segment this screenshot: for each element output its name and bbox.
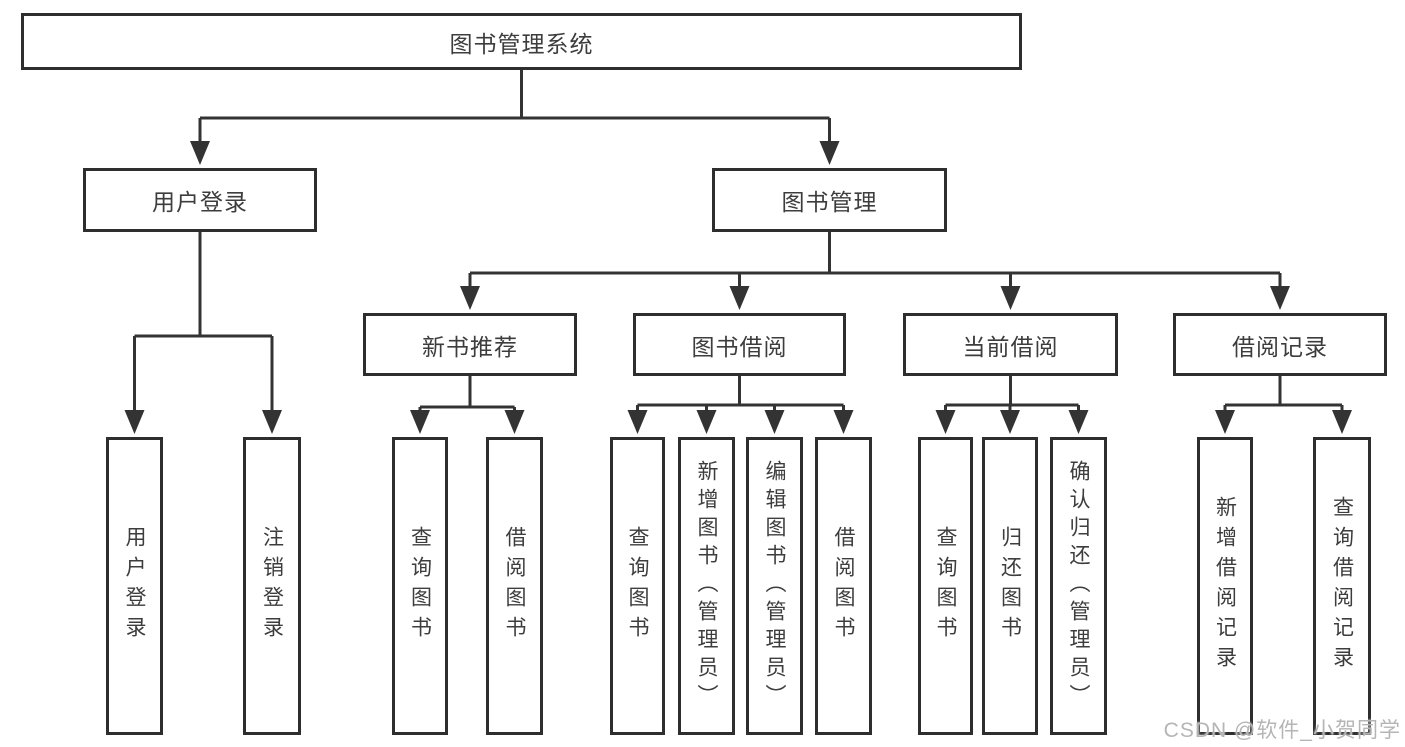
leaf-add-borrow-record: 新增借阅记录 [1197, 437, 1253, 735]
csdn-watermark: CSDN @软件_小贺同学 [1163, 719, 1401, 742]
leaf-edit-book-admin: 编辑图书（管理员） [746, 437, 803, 735]
node-borrow-record: 借阅记录 [1173, 313, 1387, 376]
leaf-query-book-recommend: 查询图书 [392, 437, 448, 735]
node-user-login: 用户登录 [83, 168, 317, 232]
node-root-library-system: 图书管理系统 [21, 13, 1022, 70]
leaf-confirm-return-admin: 确认归还（管理员） [1050, 437, 1107, 735]
leaf-borrow-book-recommend: 借阅图书 [486, 437, 543, 735]
leaf-query-borrow-record: 查询借阅记录 [1313, 437, 1371, 735]
leaf-return-book: 归还图书 [982, 437, 1038, 735]
leaf-borrow-book: 借阅图书 [815, 437, 872, 735]
node-new-book-recommend: 新书推荐 [363, 313, 577, 376]
leaf-query-book-borrow: 查询图书 [610, 437, 665, 735]
leaf-user-login: 用户登录 [106, 437, 163, 735]
node-book-management: 图书管理 [712, 168, 947, 232]
leaf-query-book-current: 查询图书 [918, 437, 973, 735]
leaf-logout: 注销登录 [243, 437, 301, 735]
leaf-add-book-admin: 新增图书（管理员） [678, 437, 735, 735]
node-book-borrow: 图书借阅 [633, 313, 846, 376]
node-current-borrow: 当前借阅 [903, 313, 1118, 376]
